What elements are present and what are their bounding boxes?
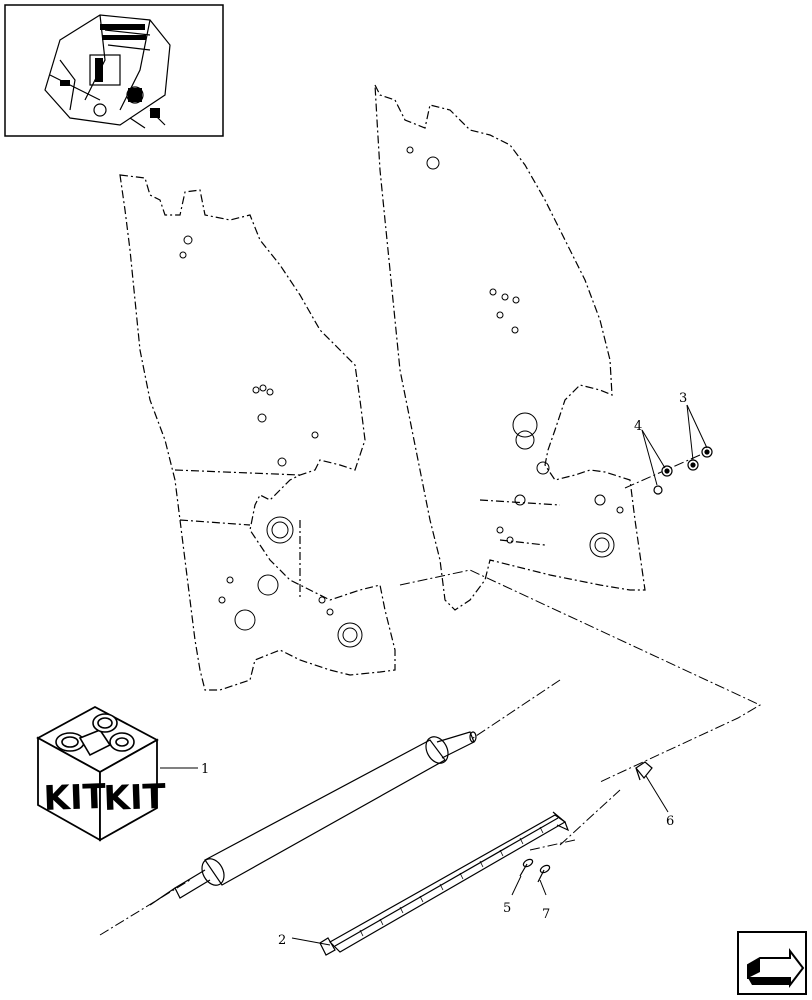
callout-leaders [160, 404, 708, 946]
callout-1: 1 [201, 762, 209, 777]
callout-7: 7 [542, 907, 550, 922]
right-side-plate [374, 84, 646, 611]
callout-5: 5 [503, 901, 511, 916]
next-page-button[interactable] [737, 931, 807, 995]
bolt-parts [519, 858, 551, 883]
machine-thumbnail [4, 4, 224, 137]
kit-label-right: KIT [103, 777, 167, 819]
callout-4: 4 [634, 419, 642, 434]
right-plate-holes [406, 146, 624, 558]
clip-part [635, 761, 653, 781]
callout-3: 3 [679, 391, 687, 406]
assembly-centerlines [99, 454, 762, 936]
callout-6: 6 [666, 814, 674, 829]
roller-part [149, 731, 477, 906]
kit-box-icon: KIT KIT [36, 705, 167, 842]
callout-2: 2 [278, 933, 286, 948]
nut-parts [653, 446, 713, 495]
arrow-next-icon [747, 948, 805, 988]
left-side-plate [119, 174, 396, 691]
scraper-bar-part [319, 811, 570, 956]
kit-label-left: KIT [43, 777, 107, 819]
left-plate-holes [179, 235, 363, 648]
